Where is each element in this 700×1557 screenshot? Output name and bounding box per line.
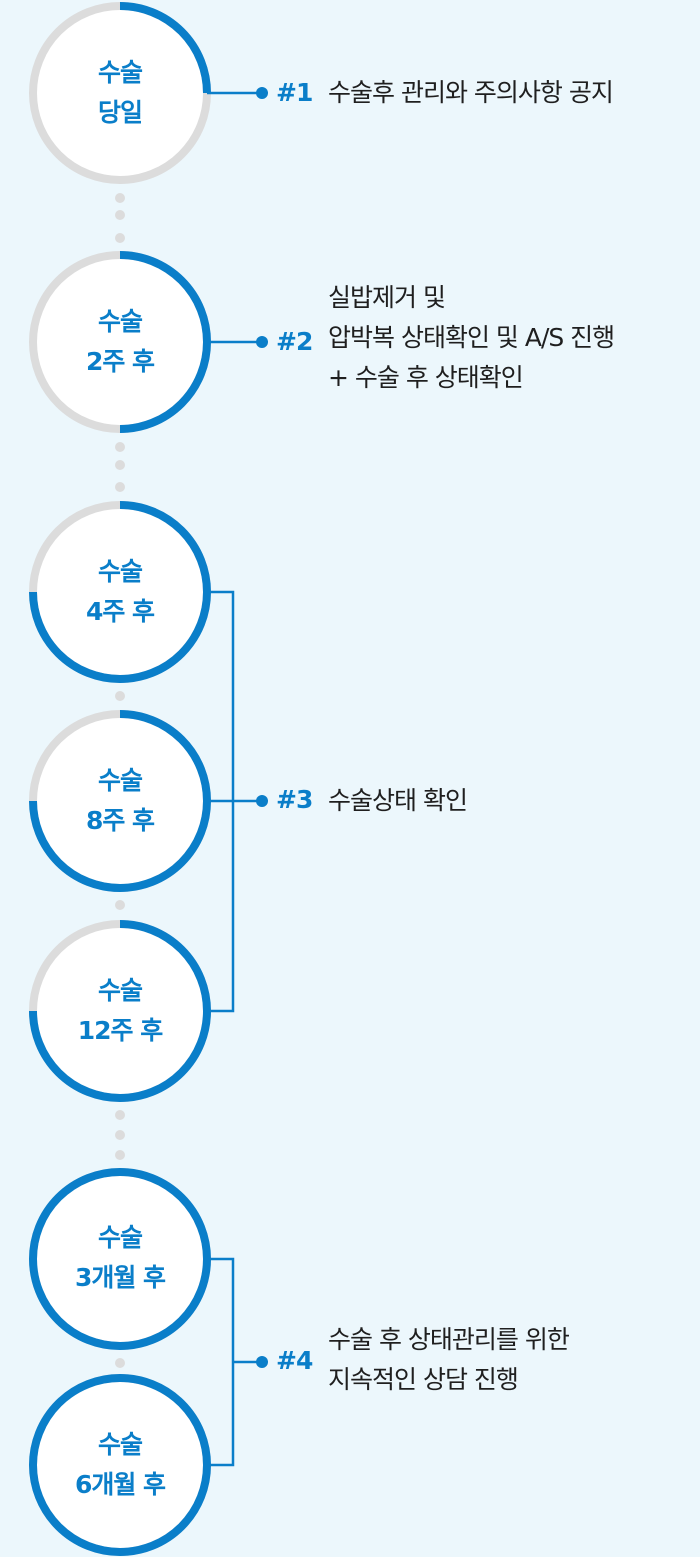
- step-description-4: 수술 후 상태관리를 위한 지속적인 상담 진행: [328, 1325, 570, 1394]
- connector-dot: [115, 210, 125, 220]
- connector-dot: [115, 1358, 125, 1368]
- connector-dot: [115, 193, 125, 203]
- ring-progress-4-weeks: [29, 501, 211, 683]
- connector-dot: [115, 233, 125, 243]
- connector-dot: [115, 691, 125, 701]
- milestone-rings: [29, 2, 211, 1556]
- connector-dot-4: [256, 1356, 268, 1368]
- step-number-4: #4: [276, 1346, 313, 1375]
- bracket-4: [207, 1257, 235, 1467]
- connector-dot-3: [256, 795, 268, 807]
- step-description-1: 수술후 관리와 주의사항 공지: [328, 78, 614, 107]
- step-connectors: [207, 87, 268, 1467]
- connector-dot: [115, 1130, 125, 1140]
- step-number-1: #1: [276, 78, 313, 107]
- connector-dot: [115, 1110, 125, 1120]
- connector-dot: [115, 900, 125, 910]
- connector-dots: [115, 193, 125, 1368]
- ring-progress-day-of: [119, 2, 211, 94]
- step-number-3: #3: [276, 785, 313, 814]
- connector-dot: [115, 442, 125, 452]
- step-number-2: #2: [276, 327, 313, 356]
- connector-dot: [115, 1150, 125, 1160]
- connector-dot-1: [256, 87, 268, 99]
- step-description-3: 수술상태 확인: [328, 786, 468, 815]
- ring-progress-8-weeks: [29, 710, 211, 892]
- connector-dot-2: [256, 336, 268, 348]
- step-description-2: 실밥제거 및 압박복 상태확인 및 A/S 진행 + 수술 후 상태확인: [328, 283, 615, 392]
- ring-progress-12-weeks: [29, 920, 211, 1102]
- connector-dot: [115, 460, 125, 470]
- connector-dot: [115, 482, 125, 492]
